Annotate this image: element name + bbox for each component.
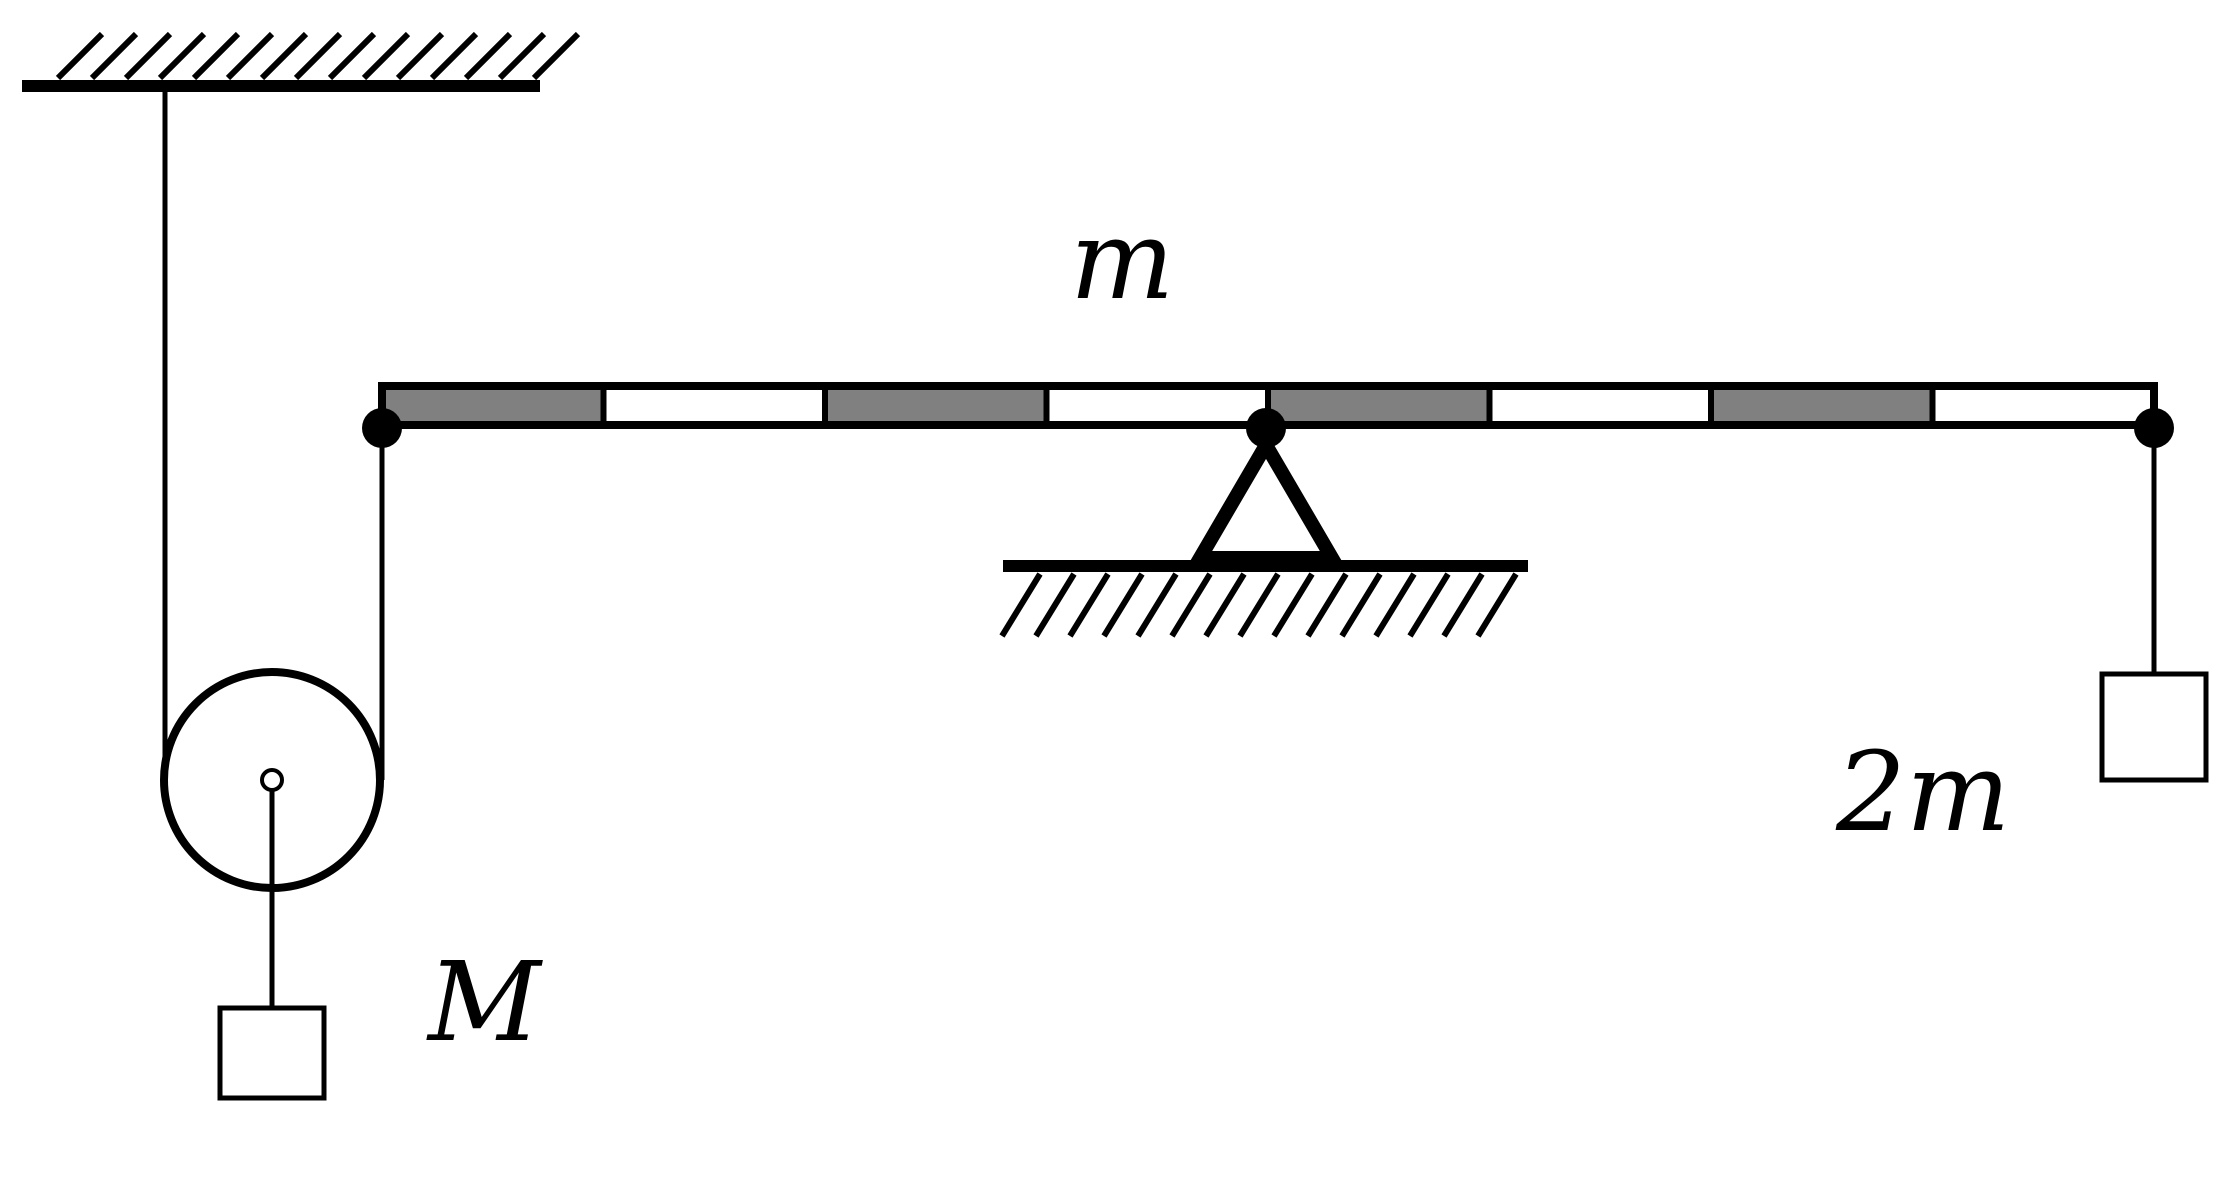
hatch-line xyxy=(1169,572,1213,638)
beam-segment xyxy=(1932,386,2154,425)
beam-segment xyxy=(1489,386,1711,425)
beam-segment xyxy=(603,386,825,425)
hatch-line xyxy=(55,31,105,81)
hatch-line xyxy=(395,31,445,81)
ceiling-support xyxy=(22,31,581,92)
beam-segments xyxy=(382,386,2154,425)
block-M xyxy=(217,1005,327,1101)
hatch-line xyxy=(1339,572,1383,638)
ground-hatch xyxy=(999,572,1519,638)
hatch-line xyxy=(259,31,309,81)
beam-dividers xyxy=(600,386,1936,425)
hatch-line xyxy=(293,31,343,81)
hatch-line xyxy=(1067,572,1111,638)
block-2m xyxy=(2099,671,2209,783)
hatch-line xyxy=(1305,572,1349,638)
hatch-line xyxy=(999,572,1043,638)
hatch-line xyxy=(1373,572,1417,638)
hatch-line xyxy=(1271,572,1315,638)
hatch-line xyxy=(1407,572,1451,638)
beam xyxy=(378,382,2158,429)
right-block-mass-label: 2m xyxy=(1835,728,2010,856)
hatch-line xyxy=(1441,572,1485,638)
beam-segment xyxy=(1046,386,1268,425)
hatch-line xyxy=(89,31,139,81)
hatch-line xyxy=(191,31,241,81)
ground-support xyxy=(999,560,1528,638)
hatch-line xyxy=(1135,572,1179,638)
pulley-block-mass-label: M xyxy=(426,938,543,1066)
hatch-line xyxy=(1237,572,1281,638)
hatch-line xyxy=(225,31,275,81)
pulley-axle xyxy=(260,768,284,792)
center-pivot-point xyxy=(1246,408,1286,448)
hatch-line xyxy=(327,31,377,81)
hatch-line xyxy=(361,31,411,81)
fulcrum-triangle xyxy=(1187,431,1345,565)
hatch-line xyxy=(463,31,513,81)
hatch-line xyxy=(531,31,581,81)
hatch-line xyxy=(1475,572,1519,638)
beam-segment xyxy=(1711,386,1933,425)
hatch-line xyxy=(429,31,479,81)
beam-mass-label: m xyxy=(1070,196,1174,324)
hatch-line xyxy=(1203,572,1247,638)
left-hinge-point xyxy=(362,408,402,448)
beam-segment xyxy=(825,386,1047,425)
beam-segment xyxy=(1268,386,1490,425)
hatch-line xyxy=(157,31,207,81)
hatch-line xyxy=(1033,572,1077,638)
hatch-line xyxy=(1101,572,1145,638)
hatch-line xyxy=(123,31,173,81)
beam-segment xyxy=(382,386,604,425)
ceiling-hatch xyxy=(55,31,581,81)
hatch-line xyxy=(497,31,547,81)
